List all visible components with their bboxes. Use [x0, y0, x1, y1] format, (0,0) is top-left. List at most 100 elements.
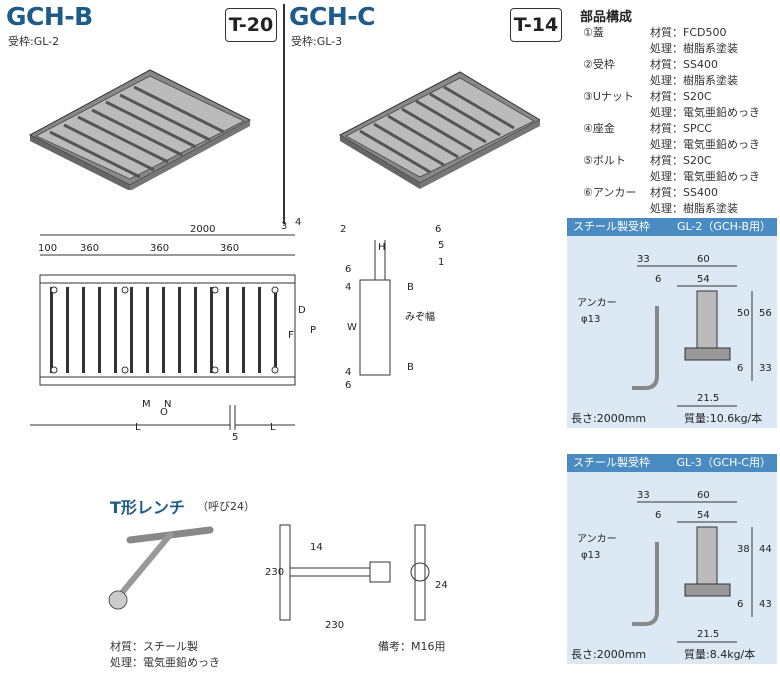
dim-4-top: 4 — [345, 282, 351, 293]
dim-6-top: 6 — [345, 264, 351, 275]
parts-name: ①蓋 — [583, 26, 604, 39]
label-M: M — [142, 399, 151, 410]
frame-dim-r1: 38 — [737, 544, 750, 555]
label-N: N — [164, 399, 171, 410]
parts-spec: 材質：FCD500 — [650, 26, 727, 39]
frame-dim-21-5: 21.5 — [697, 629, 719, 640]
frame-dim-r1: 50 — [737, 308, 750, 319]
label-gap-5: 5 — [232, 432, 238, 443]
product-divider — [283, 4, 285, 224]
product-code-gch-c: T-14 — [510, 8, 562, 42]
frame-dim-6: 6 — [655, 274, 661, 285]
parts-name: ⑤ボルト — [583, 154, 626, 167]
label-L-right: L — [270, 422, 276, 433]
product-title-gch-b: GCH-B — [6, 2, 93, 31]
frame-length: 長さ:2000mm — [571, 412, 647, 425]
wrench-title: T形レンチ — [110, 498, 185, 517]
wrench-nominal: （呼び24） — [197, 500, 255, 513]
label-F: F — [288, 330, 294, 341]
product-code-gch-b: T-20 — [225, 8, 277, 42]
callout-4: 4 — [295, 217, 301, 228]
frame-panel-body: 33 60 6 54 38 44 6 43 21.5 アンカー φ13 — [567, 472, 777, 664]
parts-name: ③Uナット — [583, 90, 634, 103]
frame-dim-21-5: 21.5 — [697, 393, 719, 404]
product-frame-gch-c: 受枠:GL-3 — [291, 35, 343, 48]
parts-spec: 材質：S20C — [650, 154, 712, 167]
parts-spec: 材質：SPCC — [650, 122, 712, 135]
wrench-dim-24: 24 — [435, 580, 448, 591]
grating-illustration-gch-b — [28, 69, 252, 190]
frame-dim-54: 54 — [697, 274, 710, 285]
parts-spec: 処理：電気亜鉛めっき — [650, 170, 760, 183]
label-L-left: L — [135, 422, 141, 433]
section-drawing: 2 6 5 1 H W B B みぞ幅 4 6 4 6 — [340, 224, 444, 390]
parts-name: ④座金 — [583, 122, 615, 135]
dim-6-bot: 6 — [345, 380, 351, 390]
frame-dim-r4: 43 — [759, 599, 772, 610]
parts-spec: 材質：SS400 — [650, 186, 718, 199]
label-H: H — [378, 242, 386, 253]
wrench-dim-14: 14 — [310, 542, 323, 553]
frame-panel-model: GL-2（GCH-B用） — [676, 220, 771, 233]
wrench-dim-230-w: 230 — [325, 620, 344, 630]
wrench-dim-230-h: 230 — [265, 567, 284, 578]
label-P: P — [310, 325, 316, 336]
frame-mass: 質量:8.4kg/本 — [684, 648, 756, 661]
label-O: O — [160, 407, 168, 418]
frame-panel-title: スチール製受枠 — [573, 456, 650, 469]
frame-dim-60: 60 — [697, 490, 710, 501]
parts-spec: 材質：S20C — [650, 90, 712, 103]
parts-name: ②受枠 — [583, 58, 615, 71]
label-B-bot: B — [407, 362, 414, 373]
plan-drawing: 2000 100 360 360 360 3 4 D F P M N O L 5… — [30, 217, 316, 443]
frame-dim-33: 33 — [637, 490, 650, 501]
product-frame-gch-b: 受枠:GL-2 — [8, 35, 60, 48]
wrench-illustration — [108, 526, 214, 610]
frame-panel-title: スチール製受枠 — [573, 220, 650, 233]
dim-4-bot: 4 — [345, 367, 351, 378]
frame-dim-r3: 6 — [737, 599, 743, 610]
wrench-material: 材質：スチール製 — [110, 640, 198, 653]
parts-name: ⑥アンカー — [583, 186, 637, 199]
frame-anchor-label: アンカー — [577, 297, 617, 309]
frame-dim-60: 60 — [697, 254, 710, 265]
parts-spec: 処理：電気亜鉛めっき — [650, 138, 760, 151]
frame-dim-r4: 33 — [759, 363, 772, 374]
frame-dim-54: 54 — [697, 510, 710, 521]
grating-illustration-gch-c — [338, 71, 540, 189]
frame-dim-r2: 56 — [759, 308, 772, 319]
frame-panel-header: スチール製受枠 GL-2（GCH-B用） — [567, 218, 777, 236]
frame-anchor-dia: φ13 — [581, 314, 600, 325]
dim-360-a: 360 — [80, 243, 99, 254]
frame-section-drawing: 33 60 6 54 38 44 6 43 21.5 アンカー φ13 — [577, 490, 772, 643]
wrench-finish: 処理：電気亜鉛めっき — [110, 656, 220, 669]
parts-spec: 処理：樹脂系塗装 — [650, 202, 738, 215]
frame-panel-header: スチール製受枠 GL-3（GCH-C用） — [567, 454, 777, 472]
wrench-drawing: 230 14 230 24 — [265, 524, 448, 630]
label-D: D — [298, 305, 306, 316]
callout-5: 5 — [438, 240, 444, 251]
dim-2000: 2000 — [190, 224, 215, 235]
parts-spec: 処理：樹脂系塗装 — [650, 74, 738, 87]
label-W: W — [347, 322, 357, 333]
wrench-note: 備考：M16用 — [378, 640, 446, 653]
frame-dim-33: 33 — [637, 254, 650, 265]
dim-360-b: 360 — [150, 243, 169, 254]
frame-anchor-dia: φ13 — [581, 550, 600, 561]
frame-dim-6: 6 — [655, 510, 661, 521]
callout-3: 3 — [281, 221, 287, 232]
parts-spec: 処理：電気亜鉛めっき — [650, 106, 760, 119]
frame-mass: 質量:10.6kg/本 — [684, 412, 763, 425]
frame-anchor-label: アンカー — [577, 533, 617, 545]
callout-6: 6 — [435, 224, 441, 235]
parts-spec: 材質：SS400 — [650, 58, 718, 71]
frame-dim-r2: 44 — [759, 544, 772, 555]
dim-100: 100 — [38, 243, 57, 254]
label-mizo: みぞ幅 — [405, 310, 435, 323]
product-title-gch-c: GCH-C — [289, 2, 376, 31]
callout-1: 1 — [438, 257, 444, 268]
frame-length: 長さ:2000mm — [571, 648, 647, 661]
frame-panel-model: GL-3（GCH-C用） — [676, 456, 771, 469]
